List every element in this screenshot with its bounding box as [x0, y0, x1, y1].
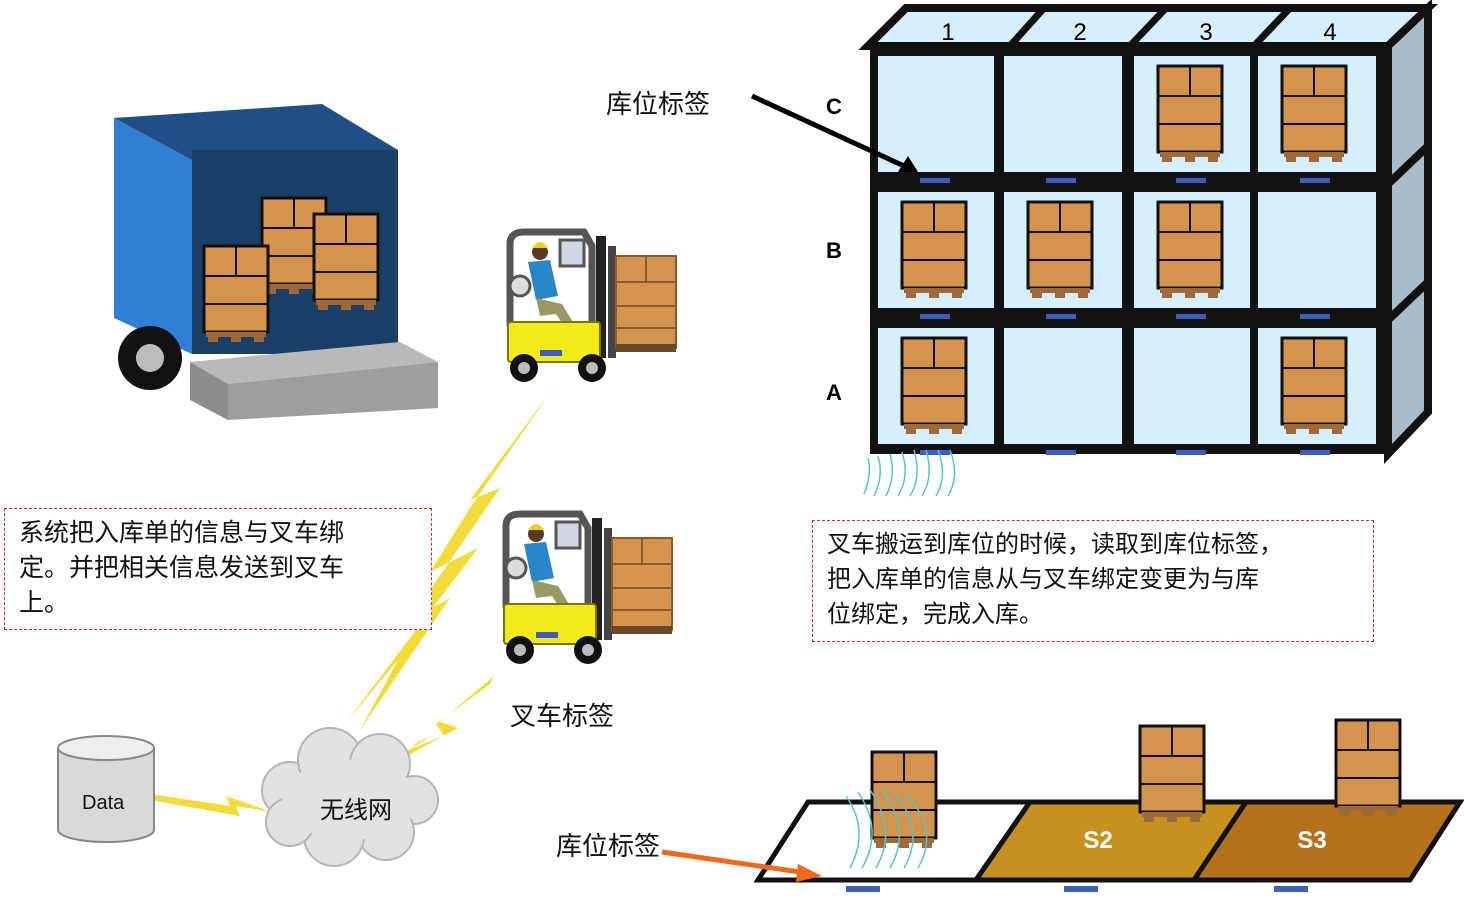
box-C4	[1280, 64, 1348, 164]
note-right-line-1: 叉车搬运到库位的时候，读取到库位标签，	[827, 530, 1283, 558]
note-left-line-1: 系统把入库单的信息与叉车绑	[19, 518, 345, 547]
slot-tag-A3	[1176, 450, 1206, 455]
wireless-label: 无线网	[320, 796, 392, 824]
rfid-wave-rack	[863, 449, 956, 497]
rack-cell-A3	[1134, 328, 1250, 444]
floor-slot-s2-label: S2	[1083, 827, 1112, 854]
slot-tag-A4	[1300, 450, 1330, 455]
box-B1	[900, 200, 968, 300]
slot-tag-C4	[1300, 178, 1330, 183]
database-icon	[57, 735, 155, 843]
slot-tag-A2	[1046, 450, 1076, 455]
rack-column-label: 1	[941, 19, 954, 46]
lightning-bolt-icon	[150, 794, 272, 816]
note-right-line-2: 把入库单的信息从与叉车绑定变更为与库	[827, 565, 1259, 593]
box-A4	[1280, 336, 1348, 436]
rack-row-label: A	[826, 380, 842, 405]
slot-tag-arrow	[750, 93, 918, 172]
slot-tag-A1	[920, 450, 950, 455]
slot-tag-B3	[1176, 314, 1206, 319]
floor-tag-arrow	[661, 849, 822, 882]
rack-row-label: B	[826, 238, 842, 263]
box-C3	[1156, 64, 1224, 164]
lightning-bolt-icon	[348, 390, 552, 730]
rack-cell-C2	[1004, 56, 1122, 172]
box-B3	[1156, 200, 1224, 300]
cloud-icon	[261, 727, 439, 867]
rack-cell-A2	[1004, 328, 1122, 444]
forklift-bottom	[504, 514, 672, 664]
lightning-bolt-icon	[396, 676, 494, 762]
rack-cell-B4	[1258, 192, 1376, 308]
storage-rack	[858, 0, 1439, 464]
box-B2	[1026, 200, 1094, 300]
slot-tag-label-bottom: 库位标签	[556, 832, 661, 862]
rack-row-label: C	[826, 94, 842, 119]
slot-tag-B4	[1300, 314, 1330, 319]
rack-cell-C1	[878, 56, 994, 172]
note-left-line-2: 定。并把相关信息发送到叉车	[19, 553, 345, 582]
database-label: Data	[82, 792, 125, 814]
rack-column-label: 4	[1323, 19, 1336, 46]
rack-column-label: 2	[1073, 19, 1086, 46]
rfid-wave-floor	[845, 789, 928, 869]
note-left-line-3: 上。	[19, 588, 70, 617]
floor-slot-s3-label: S3	[1297, 827, 1326, 854]
slot-tag-B2	[1046, 314, 1076, 319]
floor-slots	[753, 718, 1464, 892]
slot-tag-B1	[920, 314, 950, 319]
slot-tag-C2	[1046, 178, 1076, 183]
truck	[114, 104, 438, 420]
note-left: 系统把入库单的信息与叉车绑 定。并把相关信息发送到叉车 上。	[4, 508, 432, 630]
slot-tag-C1	[920, 178, 950, 183]
slot-tag-C3	[1176, 178, 1206, 183]
slot-tag-label-top: 库位标签	[606, 90, 711, 120]
box-A1	[900, 336, 968, 436]
forklift-tag-label: 叉车标签	[510, 702, 615, 732]
forklift-top	[508, 232, 676, 382]
rack-column-label: 3	[1199, 19, 1212, 46]
note-right: 叉车搬运到库位的时候，读取到库位标签， 把入库单的信息从与叉车绑定变更为与库 位…	[812, 520, 1374, 642]
note-right-line-3: 位绑定，完成入库。	[827, 600, 1043, 628]
